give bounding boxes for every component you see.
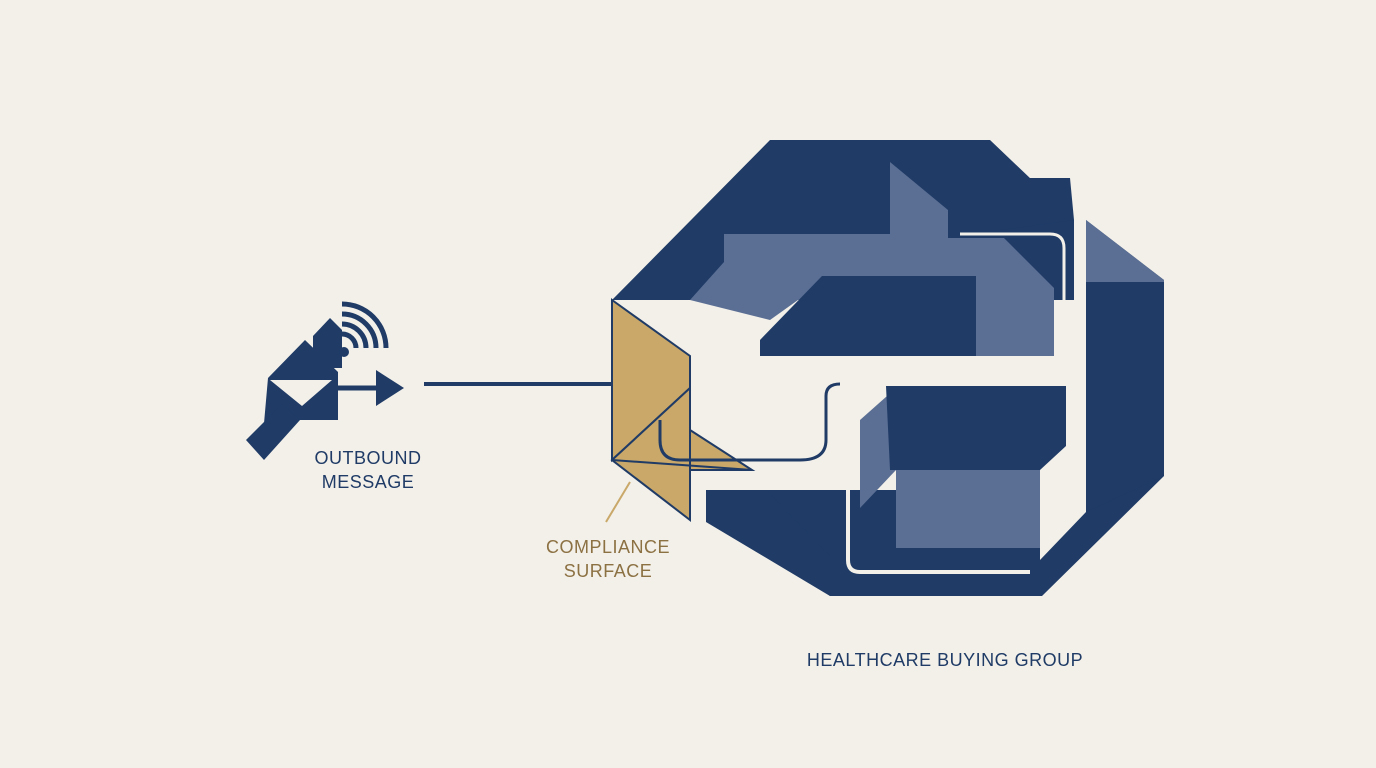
compliance-surface	[610, 298, 756, 523]
inner-route-2	[850, 370, 1076, 389]
outbound-label-line2: MESSAGE	[321, 472, 415, 492]
envelope-tab	[313, 318, 342, 368]
inner-navy-right	[1086, 282, 1164, 512]
buying-group-label-text: HEALTHCARE BUYING GROUP	[806, 650, 1084, 670]
compliance-edge	[611, 459, 753, 471]
arrow-right-icon	[338, 370, 404, 406]
arrow-head	[376, 370, 404, 406]
inner-slate-bottom	[860, 388, 1040, 548]
inner-route-4	[960, 232, 1066, 356]
compliance-pointer	[605, 481, 631, 523]
signal-arc-1	[341, 331, 359, 349]
signal-dot	[339, 347, 349, 357]
envelope-flap	[270, 380, 332, 406]
envelope-send-icon	[246, 318, 342, 460]
outbound-message-label: OUTBOUND MESSAGE	[298, 446, 438, 494]
inner-slate-corner	[1086, 220, 1164, 282]
inner-navy-middle	[760, 276, 976, 356]
compliance-surface-label: COMPLIANCE SURFACE	[527, 535, 689, 583]
compliance-facet-tip	[689, 428, 756, 471]
signal-arc-3	[341, 311, 379, 349]
inner-navy-upper-right	[948, 178, 1074, 230]
connector-inner	[658, 382, 841, 462]
octagon-bottom	[706, 490, 1030, 596]
outbound-label-line1: OUTBOUND	[314, 448, 422, 468]
envelope-tail	[246, 404, 300, 460]
compliance-label-line2: SURFACE	[563, 561, 653, 581]
inner-navy-lower	[886, 386, 1066, 470]
inner-route-3	[846, 390, 1030, 574]
healthcare-buying-group-label: HEALTHCARE BUYING GROUP	[780, 648, 1110, 672]
buying-group-structure	[612, 140, 1164, 596]
inner-slate-top	[690, 162, 1054, 356]
compliance-label-line1: COMPLIANCE	[545, 537, 671, 557]
broadcast-signal-icon	[339, 301, 389, 357]
signal-arc-2	[341, 321, 369, 349]
signal-arc-4	[341, 301, 389, 349]
